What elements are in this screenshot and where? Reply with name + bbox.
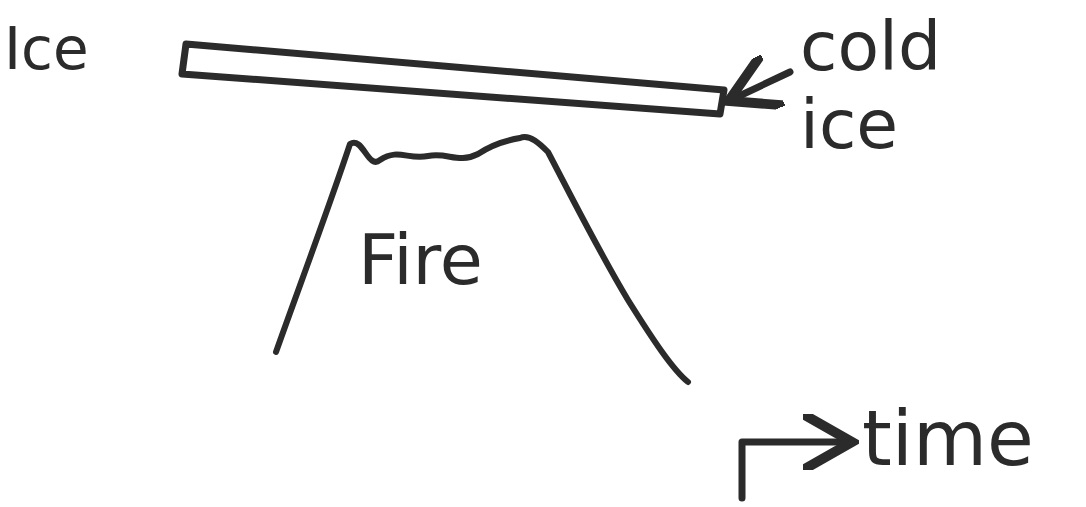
fire-shape: Fire: [268, 130, 698, 388]
node-text: Ice: [4, 16, 154, 83]
leader-arrow: [735, 72, 790, 98]
time-arrow: [742, 442, 845, 498]
node-text: Fire: [358, 220, 558, 301]
fire-shape-outline: [268, 130, 698, 388]
callout-label: cold ice: [800, 8, 1050, 164]
ice-bar-stroke: [182, 44, 724, 114]
fire-shape-stroke: [276, 137, 688, 382]
ice-bar: Ice: [176, 38, 730, 118]
ice-bar-outline: [176, 38, 730, 118]
axis-label: time: [862, 395, 1082, 482]
